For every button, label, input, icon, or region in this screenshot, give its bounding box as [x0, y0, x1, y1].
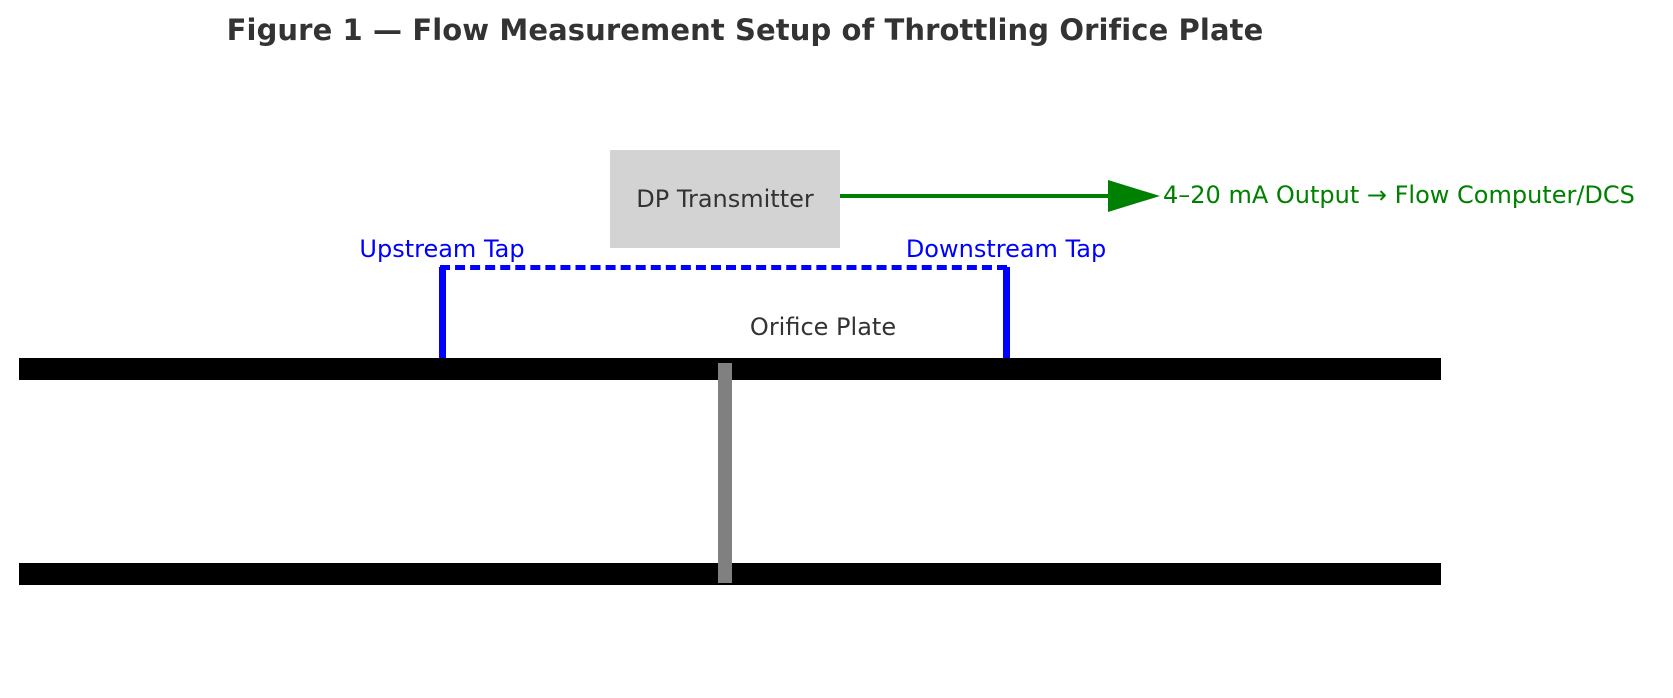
impulse-line-dashed — [440, 265, 1007, 270]
downstream-tap-line — [1003, 267, 1010, 373]
signal-output-label: 4–20 mA Output → Flow Computer/DCS — [1163, 181, 1635, 209]
orifice-plate-label: Orifice Plate — [749, 313, 897, 341]
upstream-tap-label: Upstream Tap — [359, 235, 525, 263]
dp-transmitter-box: DP Transmitter — [610, 150, 840, 248]
orifice-plate — [718, 363, 732, 583]
arrow-right-icon — [1108, 180, 1160, 212]
page-title: Figure 1 — Flow Measurement Setup of Thr… — [226, 13, 1264, 47]
dp-transmitter-label: DP Transmitter — [636, 185, 814, 213]
signal-output-line — [840, 194, 1130, 198]
upstream-tap-line — [439, 267, 446, 373]
downstream-tap-label: Downstream Tap — [905, 235, 1107, 263]
